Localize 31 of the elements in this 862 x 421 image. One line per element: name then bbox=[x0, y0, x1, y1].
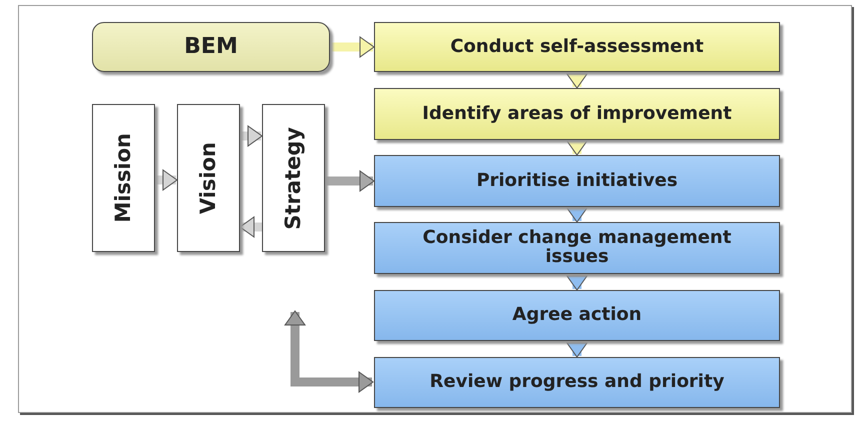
box-label: Review progress and priority bbox=[430, 373, 724, 392]
process-box bbox=[374, 222, 780, 274]
process-box bbox=[374, 290, 780, 341]
box-label: BEM bbox=[184, 35, 238, 59]
block-arrow bbox=[566, 341, 588, 358]
scroll-banner bbox=[92, 22, 330, 72]
block-arrow bbox=[566, 207, 588, 222]
block-arrow bbox=[566, 274, 588, 290]
vertical-box bbox=[92, 104, 155, 252]
vertical-box bbox=[177, 104, 240, 252]
process-box bbox=[374, 88, 780, 140]
block-arrow bbox=[240, 126, 262, 146]
box-label: Conduct self-assessment bbox=[450, 38, 704, 56]
box-label: Agree action bbox=[512, 306, 642, 325]
box-label: Prioritise initiatives bbox=[476, 172, 678, 190]
process-box bbox=[374, 155, 780, 207]
block-arrow bbox=[330, 36, 374, 58]
box-label: Strategy bbox=[282, 126, 305, 230]
block-arrow bbox=[325, 170, 374, 192]
box-label: Identify areas of improvement bbox=[422, 104, 732, 124]
block-arrow bbox=[155, 170, 178, 190]
block-arrow bbox=[284, 310, 374, 392]
process-box bbox=[374, 357, 780, 408]
box-label: Vision bbox=[197, 142, 220, 214]
block-arrow bbox=[566, 140, 588, 156]
block-arrow bbox=[566, 72, 588, 88]
vertical-box bbox=[262, 104, 325, 252]
box-label: Consider change management issues bbox=[422, 229, 732, 267]
block-arrow bbox=[240, 216, 262, 238]
process-box bbox=[374, 22, 780, 72]
box-label: Mission bbox=[112, 133, 135, 223]
